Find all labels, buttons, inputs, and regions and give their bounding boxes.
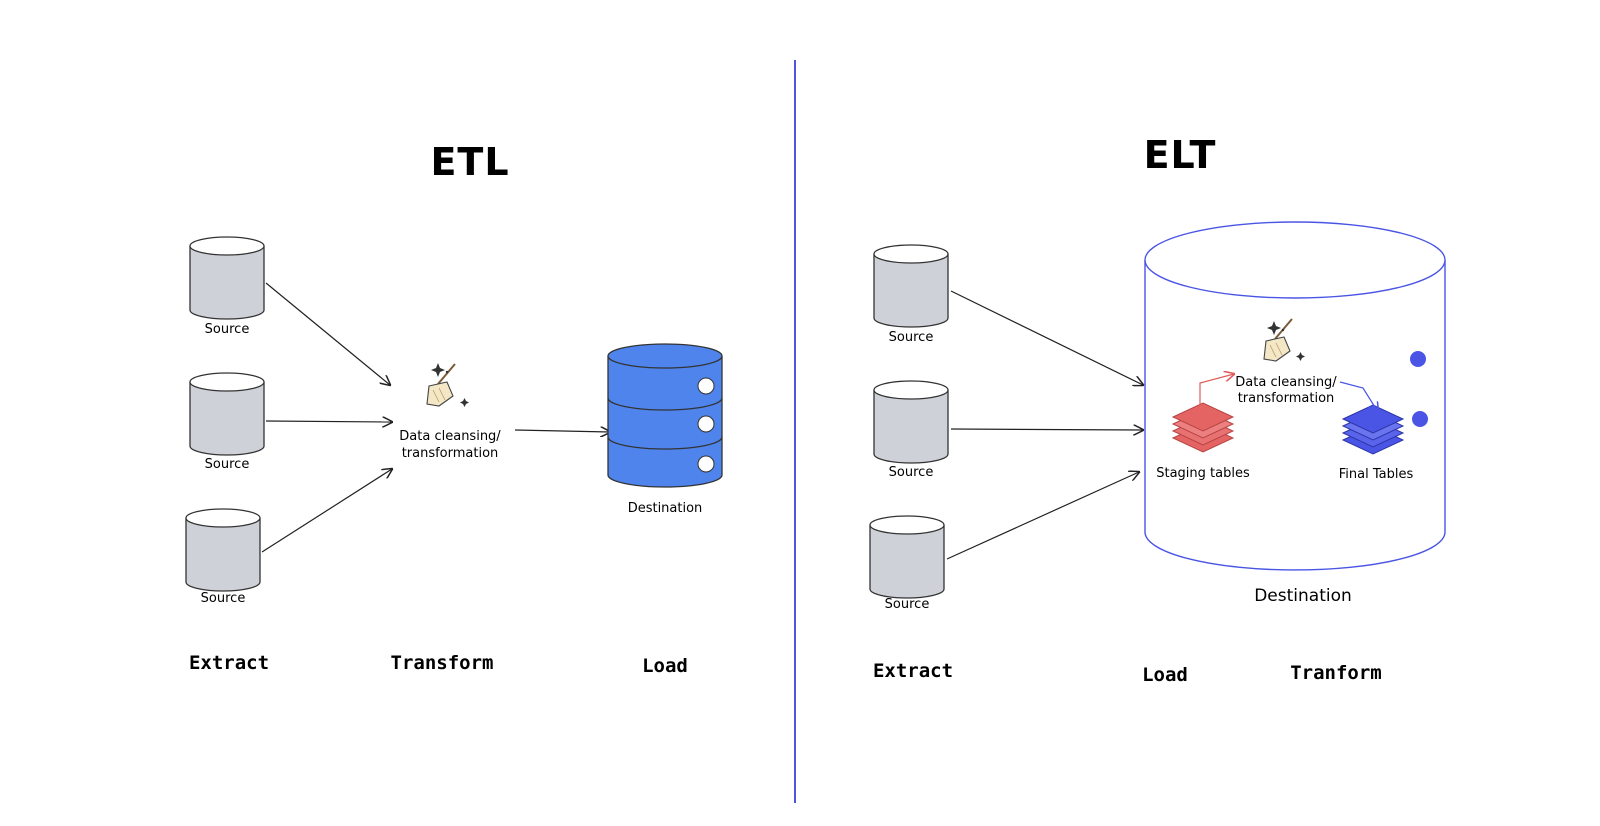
etl-destination-label: Destination (628, 501, 703, 516)
database-icon (189, 372, 265, 456)
source-label: Source (889, 465, 934, 480)
elt-transform-label-1: Data cleansing/ (1235, 375, 1337, 390)
source-label: Source (201, 591, 246, 606)
elt-destination-label: Destination (1254, 586, 1352, 606)
etl-title: ETL (430, 140, 509, 184)
elt-source-1: Source (873, 244, 949, 345)
staging-tables-layers-icon (1171, 402, 1235, 453)
source-label: Source (889, 330, 934, 345)
etl-destination-database: Destination (607, 343, 723, 516)
indicator-dot (1410, 351, 1426, 367)
elt-arrow-source1-destination (950, 290, 1143, 385)
etl-source-2: Source (189, 372, 265, 472)
elt-transform-label-2: transformation (1238, 391, 1335, 406)
indicator-dot (1412, 411, 1428, 427)
etl-transform-label-2: transformation (402, 446, 499, 461)
etl-arrow-source3-transform (261, 469, 392, 553)
elt-destination-database: Destination (1144, 221, 1446, 606)
elt-source-3: Source (869, 515, 945, 612)
etl-source-1: Source (189, 236, 265, 337)
elt-arrow-staging-transform (1199, 374, 1234, 405)
elt-title: ELT (1144, 133, 1217, 177)
etl-step-transform: Transform (391, 652, 494, 674)
elt-step-transform: Tranform (1290, 662, 1382, 684)
etl-transform-label-1: Data cleansing/ (399, 429, 501, 444)
sparkle-icon (431, 363, 469, 407)
database-icon (189, 236, 265, 320)
elt-source-2: Source (873, 380, 949, 480)
etl-arrow-source1-transform (265, 282, 390, 385)
etl-step-load: Load (642, 655, 688, 677)
source-label: Source (885, 597, 930, 612)
final-tables-layers-icon (1341, 404, 1405, 455)
database-icon (869, 515, 945, 599)
source-label: Source (205, 457, 250, 472)
elt-arrow-transform-final (1339, 381, 1378, 412)
sparkle-icon (1267, 321, 1305, 361)
database-icon (873, 244, 949, 328)
database-icon (607, 343, 723, 488)
elt-step-load: Load (1142, 664, 1188, 686)
elt-arrow-source3-destination (946, 472, 1139, 560)
broom-icon (1263, 318, 1293, 362)
staging-tables-label: Staging tables (1156, 466, 1250, 481)
etl-source-3: Source (185, 508, 261, 606)
final-tables-label: Final Tables (1339, 467, 1414, 482)
etl-step-extract: Extract (189, 652, 269, 674)
database-icon (873, 380, 949, 464)
elt-arrow-source2-destination (950, 429, 1143, 430)
source-label: Source (205, 322, 250, 337)
database-icon (185, 508, 261, 592)
database-icon (1144, 221, 1446, 571)
broom-icon (426, 363, 456, 407)
etl-arrow-transform-destination (514, 430, 610, 432)
etl-arrow-source2-transform (265, 421, 392, 422)
elt-step-extract: Extract (873, 660, 953, 682)
